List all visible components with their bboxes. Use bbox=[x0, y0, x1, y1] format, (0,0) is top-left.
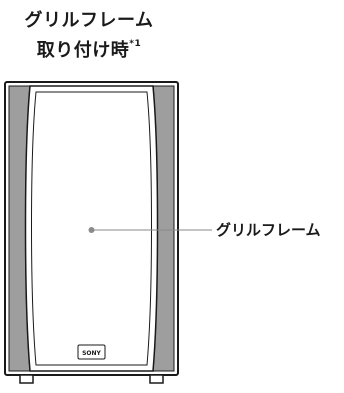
callout-label: グリルフレーム bbox=[216, 221, 321, 239]
footnote-mark: *1 bbox=[129, 39, 142, 49]
logo-badge-text: SONY bbox=[82, 350, 101, 357]
logo-badge bbox=[77, 344, 106, 360]
diagram-title-line-2: 取り付け時*1 bbox=[0, 36, 178, 62]
diagram-title-text: 取り付け時 bbox=[36, 40, 130, 61]
grille-frame-bevel bbox=[31, 91, 152, 366]
speaker-foot-left bbox=[19, 374, 34, 384]
diagram-title-line-1: グリルフレーム bbox=[24, 10, 154, 31]
speaker-foot-right bbox=[149, 374, 164, 384]
